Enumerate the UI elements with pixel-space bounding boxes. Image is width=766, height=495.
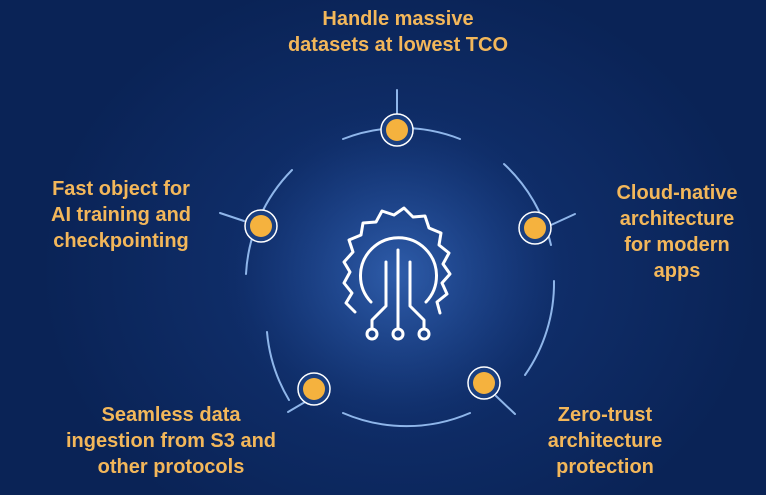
gear-circuit-icon (342, 206, 452, 341)
node-top (380, 113, 414, 147)
connector-right (550, 213, 576, 226)
node-bottom-left (297, 372, 331, 406)
ring-arc-bottom (342, 412, 471, 428)
node-right (518, 211, 552, 245)
connectors (219, 89, 576, 415)
node-left (244, 209, 278, 243)
node-bottom-right (467, 366, 501, 400)
connector-left (219, 212, 245, 222)
connector-bottom-right (495, 395, 516, 415)
ring-arc-bottom-left (266, 331, 290, 401)
nodes (244, 113, 552, 406)
ring-arc-right (524, 280, 556, 376)
connector-bottom-left (287, 401, 306, 413)
